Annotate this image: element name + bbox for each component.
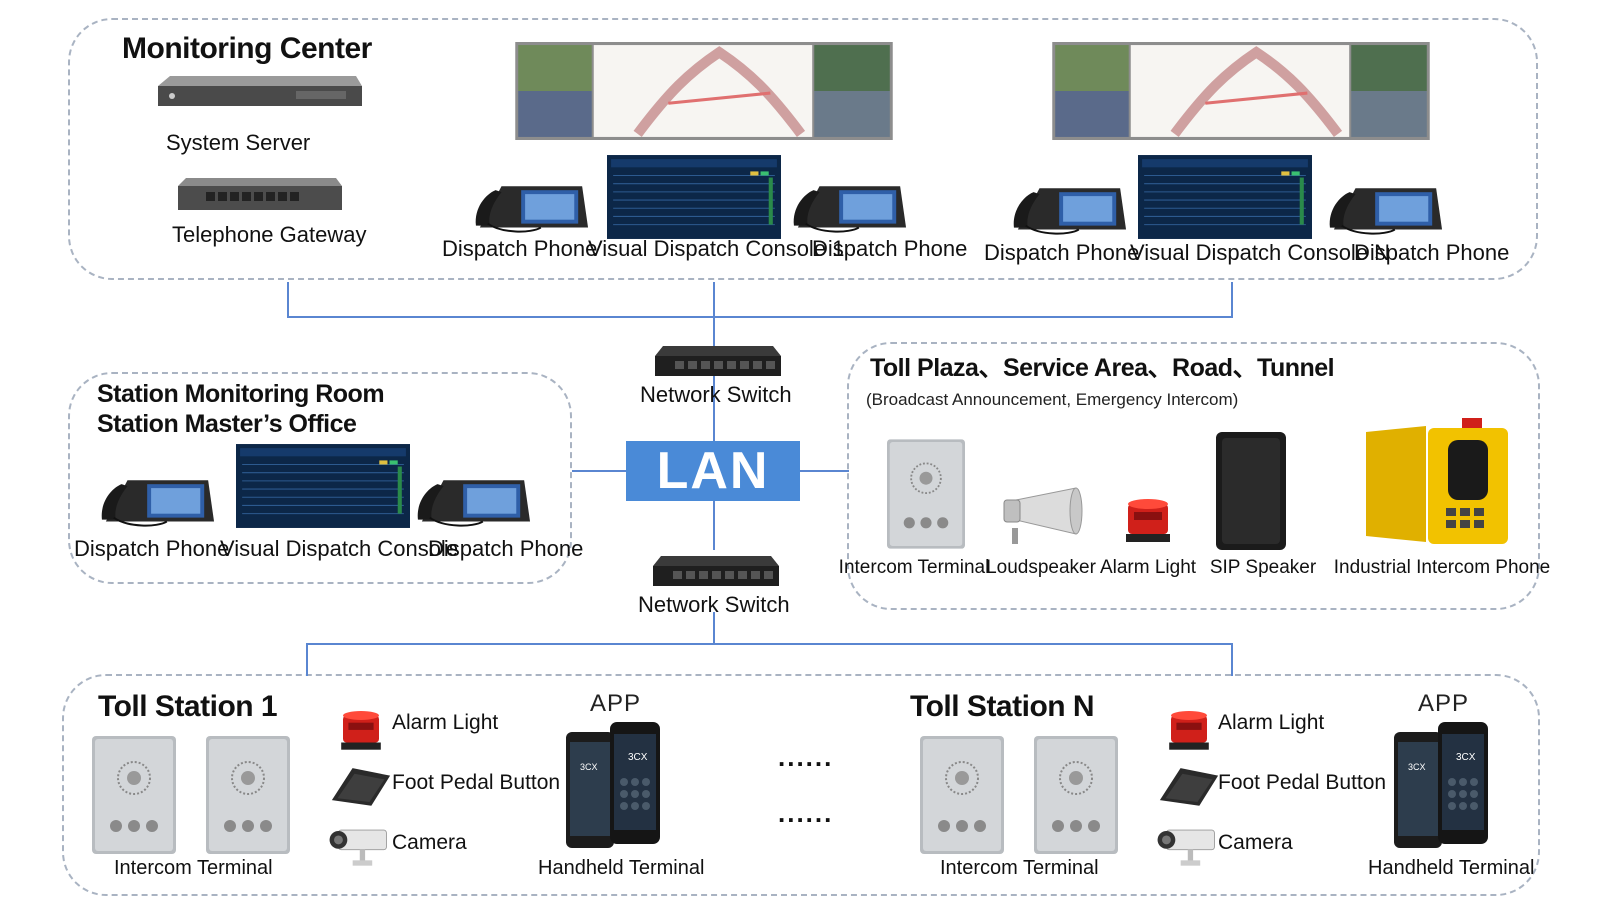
camera-icon [1154,824,1218,870]
alarm-light-icon [334,706,388,752]
lan-left-link [572,470,628,472]
bottom-left-drop [306,643,308,676]
console-label: Visual Dispatch Console [220,536,459,561]
top-bus-line [287,316,1233,318]
intercom-terminal-label: Intercom Terminal [114,857,273,879]
intercom-terminal-icon [92,736,176,854]
lan-right-link [798,470,849,472]
monitoring-center-title: Monitoring Center [122,32,372,65]
toll-plaza-zone [847,342,1540,610]
camera-icon [326,824,390,870]
intercom-terminal-icon [1034,736,1118,854]
dispatch-phone-label: Dispatch Phone [984,240,1140,265]
alarm-light-icon [1118,494,1178,544]
dispatch-phone-icon [1010,170,1128,236]
app-label: APP [1418,690,1470,717]
toll-station-1-title: Toll Station 1 [98,690,278,723]
dispatch-phone-label: Dispatch Phone [74,536,230,561]
alarm-light-label: Alarm Light [1218,711,1325,734]
dispatch-phone-label: Dispatch Phone [428,536,584,561]
toll-plaza-title: Toll Plaza、Service Area、Road、Tunnel [870,354,1335,382]
industrial-intercom-phone-icon [1366,418,1508,544]
network-switch-label: Network Switch [638,592,790,617]
bottom-bus-line [306,643,1233,645]
top-right-drop [1231,282,1233,318]
ellipsis-bottom: ...... [778,798,834,828]
toll-stations-zone [62,674,1540,896]
handheld-terminal-label: Handheld Terminal [1368,857,1535,879]
dispatch-phone-label: Dispatch Phone [442,236,598,261]
top-left-drop [287,282,289,318]
console-n-label: Visual Dispatch Console N [1130,240,1391,265]
network-switch-icon [653,344,783,378]
telephone-gateway-label: Telephone Gateway [172,222,367,247]
foot-pedal-icon [330,764,392,808]
ellipsis-top: ...... [778,742,834,772]
app-label: APP [590,690,642,717]
camera-label: Camera [1218,831,1293,854]
alarm-light-icon [1162,706,1216,752]
center-trunk-bottom [713,500,715,550]
visual-dispatch-console-icon [607,155,781,239]
foot-pedal-label: Foot Pedal Button [392,771,561,794]
toll-station-n-title: Toll Station N [910,690,1095,723]
station-room-title-1: Station Monitoring Room [97,380,385,408]
network-switch-label: Network Switch [640,382,792,407]
visual-dispatch-console-icon [236,444,410,528]
device-label: Loudspeaker [986,557,1096,578]
alarm-light-label: Alarm Light [392,711,499,734]
system-server-icon [158,76,362,106]
dispatch-phone-label: Dispatch Phone [812,236,968,261]
video-wall-n-icon [1052,42,1430,140]
center-trunk-lower [713,612,715,644]
intercom-terminal-label: Intercom Terminal [940,857,1099,879]
dispatch-phone-icon [790,168,908,234]
console-1-label: Visual Dispatch Console 1 [588,236,845,261]
intercom-terminal-icon [206,736,290,854]
device-label: Industrial Intercom Phone [1333,557,1551,578]
device-label: Intercom Terminal [838,557,990,578]
intercom-terminal-icon [920,736,1004,854]
dispatch-phone-icon [1326,170,1444,236]
foot-pedal-label: Foot Pedal Button [1218,771,1387,794]
sip-speaker-icon [1216,432,1286,550]
toll-plaza-subtitle: (Broadcast Announcement, Emergency Inter… [866,390,1239,409]
lan-box: LAN [626,441,800,501]
dispatch-phone-icon [472,168,590,234]
telephone-gateway-icon [178,178,342,210]
handheld-terminal-icon [566,722,662,852]
device-label: SIP Speaker [1209,557,1317,578]
loudspeaker-icon [1003,487,1083,544]
dispatch-phone-icon [414,462,532,528]
handheld-terminal-icon [1394,722,1490,852]
camera-label: Camera [392,831,467,854]
dispatch-phone-icon [98,462,216,528]
foot-pedal-icon [1158,764,1220,808]
bottom-right-drop [1231,643,1233,676]
dispatch-phone-label: Dispatch Phone [1354,240,1510,265]
monitoring-center-zone [68,18,1538,280]
station-room-title-2: Station Master’s Office [97,410,357,438]
station-room-zone [68,372,572,584]
handheld-terminal-label: Handheld Terminal [538,857,705,879]
intercom-terminal-icon [887,438,965,550]
system-server-label: System Server [166,130,311,155]
visual-dispatch-console-icon [1138,155,1312,239]
network-switch-icon [651,554,781,588]
video-wall-1-icon [515,42,893,140]
device-label: Alarm Light [1099,557,1197,578]
